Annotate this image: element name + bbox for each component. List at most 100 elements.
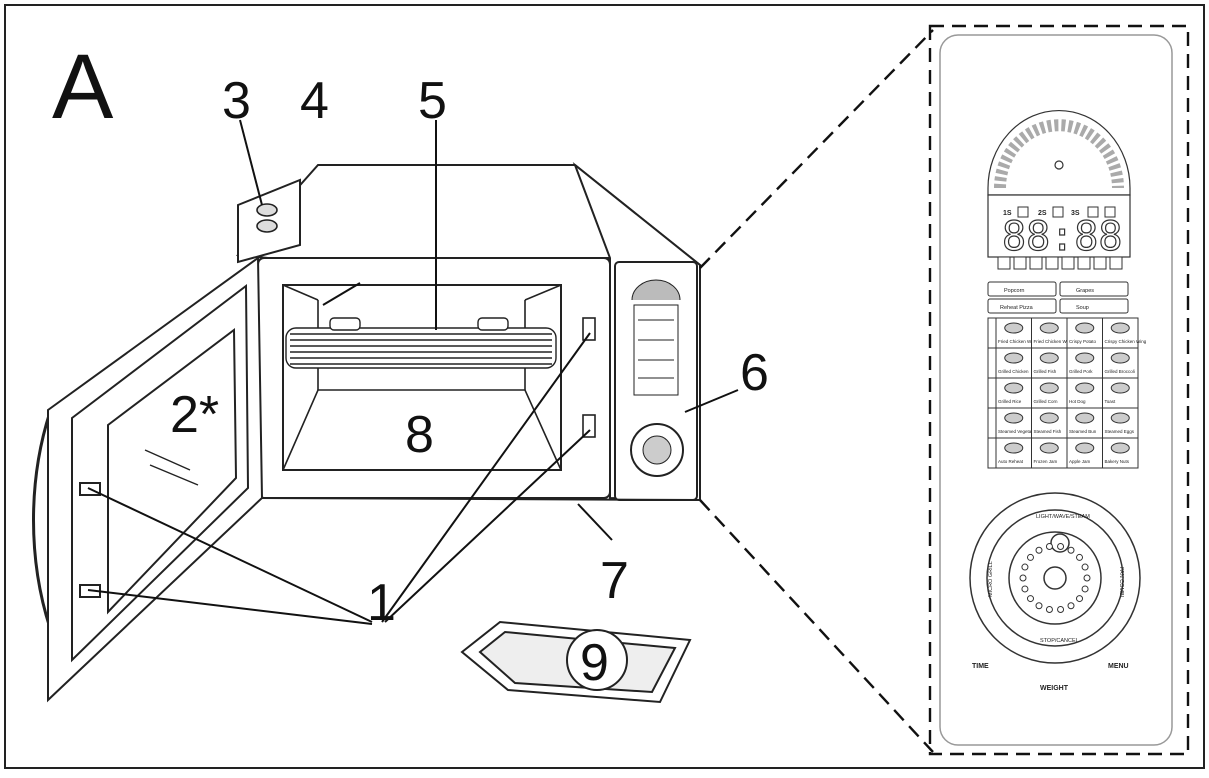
microwave-door (32, 256, 264, 703)
display-window (987, 109, 1131, 258)
menu-item-label: Toast (1105, 399, 1117, 404)
dial-dot (1057, 542, 1065, 550)
menu-item-label: Steamed Vegetables (998, 429, 1040, 434)
dial-dot (1076, 595, 1084, 603)
dial-dot (1045, 606, 1053, 614)
tray (460, 620, 692, 704)
callout-6: 6 (740, 344, 769, 402)
stage-1s: 1S (1003, 210, 1012, 217)
control-dial (969, 492, 1141, 664)
time-label: TIME (972, 663, 989, 670)
figure-letter: A (52, 36, 114, 138)
grapes-label: Grapes (1076, 288, 1094, 294)
callout-4: 4 (300, 72, 329, 130)
food-icon (1075, 442, 1095, 454)
menu-row-marker (987, 377, 997, 409)
menu-row-marker (987, 347, 997, 379)
food-icon (1039, 442, 1059, 454)
menu-item-label: Crispy Potato (1069, 339, 1097, 344)
dial-dot (1035, 602, 1043, 610)
dial-dot (1021, 563, 1029, 571)
callout-2: 2* (170, 386, 219, 444)
menu-item-label: Auto Reheat (998, 459, 1024, 464)
quick-buttons (987, 281, 1129, 314)
food-icon (1075, 382, 1095, 394)
dial-dot (1057, 606, 1065, 614)
popcorn-label: Popcorn (1004, 288, 1025, 294)
menu-item-label: Apple Jam (1069, 459, 1091, 464)
dial-dot (1019, 574, 1027, 582)
menu-item-label: Frozen Jam (1034, 459, 1058, 464)
food-icon (1110, 322, 1130, 334)
food-icon (1039, 322, 1059, 334)
menu-item-label: Grilled Corn (1034, 399, 1059, 404)
menu-item-label: Grilled Pork (1069, 369, 1093, 374)
zoom-guides (699, 24, 1190, 756)
food-icon (1110, 382, 1130, 394)
grill-element (285, 317, 557, 369)
menu-item-label: Grilled Fish (1034, 369, 1057, 374)
dial-dot (1076, 553, 1084, 561)
popcorn-button[interactable] (987, 281, 1057, 297)
enlarged-control-panel: 1S 2S 3S 88:88 Popcorn (939, 34, 1173, 746)
food-icon (1039, 352, 1059, 364)
food-icon (1110, 442, 1130, 454)
menu-label: MENU (1108, 663, 1129, 670)
food-icon (1004, 412, 1024, 424)
menu-row-marker (987, 407, 997, 439)
weight-label: WEIGHT (1040, 685, 1069, 692)
menu-item-label: Steamed Eggs (1105, 429, 1135, 434)
stage-indicators: 1S 2S 3S (1003, 206, 1116, 218)
start-icon[interactable] (1043, 566, 1067, 590)
food-icon (1039, 412, 1059, 424)
dial-dot (1081, 585, 1089, 593)
menu-item-label: Bakery Nuts (1105, 459, 1130, 464)
display-digits: 88:88 (1002, 214, 1122, 260)
menu-item-label: Grilled Broccoli (1105, 369, 1135, 374)
dial-dot (1083, 574, 1091, 582)
soup-label: Soup (1076, 305, 1089, 311)
callout-7: 7 (600, 552, 629, 610)
dial-dot (1021, 585, 1029, 593)
reheat-pizza-button[interactable] (987, 298, 1057, 314)
menu-row-marker (987, 437, 997, 469)
dial-dot (1026, 595, 1034, 603)
stage-3s: 3S (1071, 210, 1080, 217)
light-wave-steam-button[interactable]: LIGHT/WAVE/STEAM (1036, 514, 1090, 520)
stop-cancel-button[interactable]: STOP/CANCEL (1040, 638, 1079, 644)
food-icon (1075, 412, 1095, 424)
food-icon (1075, 352, 1095, 364)
menu-item-label: Grilled Rice (998, 399, 1022, 404)
callout-8: 8 (405, 406, 434, 464)
dial-dots (1019, 542, 1091, 614)
latch-receivers (582, 317, 596, 438)
top-vent (256, 203, 278, 233)
dial-dot (1067, 602, 1075, 610)
mini-control-panel (630, 279, 684, 477)
grapes-button[interactable] (1059, 281, 1129, 297)
menu-item-label: Steamed Bun (1069, 429, 1097, 434)
dial-dot (1045, 542, 1053, 550)
menu-item-label: Grilled Chicken (998, 369, 1029, 374)
food-icon (1039, 382, 1059, 394)
callout-5: 5 (418, 72, 447, 130)
food-icon (1004, 382, 1024, 394)
micro-grill-button[interactable]: MICRO GRILL (988, 561, 994, 597)
callout-9: 9 (580, 634, 609, 692)
menu-item-label: Steamed Fish (1034, 429, 1062, 434)
menu-row-marker (987, 317, 997, 349)
leader-lines (87, 119, 739, 625)
dial-dot (1035, 546, 1043, 554)
dial-dot (1081, 563, 1089, 571)
menu-item-label: Fried Chicken Wing (998, 339, 1038, 344)
mode-icon-row (997, 256, 1123, 270)
menu-item-label: Hot Dog (1069, 399, 1086, 404)
food-icon (1004, 352, 1024, 364)
reheat-pizza-label: Reheat Pizza (1000, 305, 1034, 311)
food-icon (1110, 352, 1130, 364)
soup-button[interactable] (1059, 298, 1129, 314)
fan-combi-button[interactable]: FAN COMBI (1118, 567, 1124, 598)
dial-dot (1067, 546, 1075, 554)
